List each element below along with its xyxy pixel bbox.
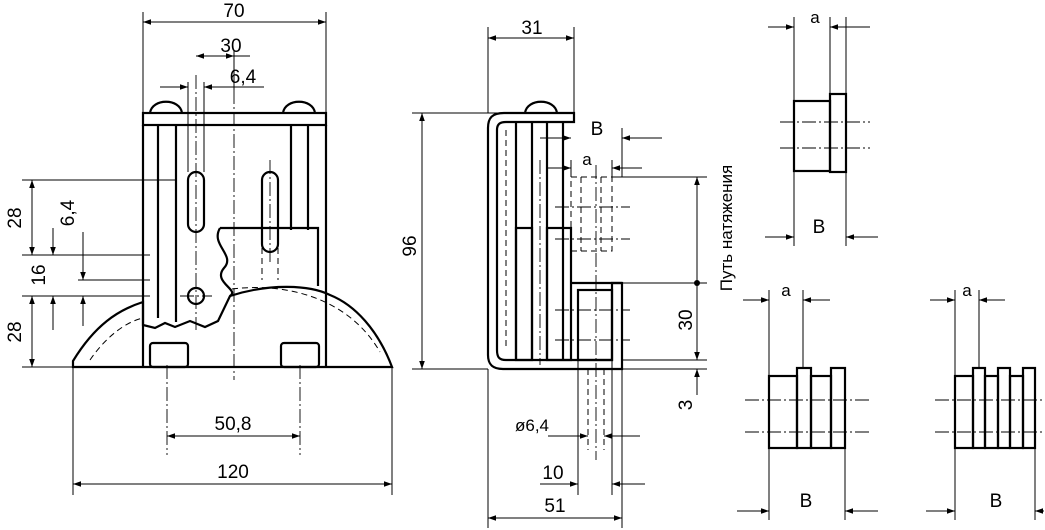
triple-body-3	[1008, 374, 1025, 450]
front-base	[71, 285, 394, 369]
triple-B-text: B	[990, 491, 1003, 512]
double-a-text: a	[781, 281, 791, 300]
front-foot-right	[279, 341, 321, 369]
triple-a-text: a	[962, 281, 972, 300]
side-block-center	[545, 226, 573, 362]
dim-70-text: 70	[223, 1, 244, 22]
dim-6-4-slot: 6,4	[160, 67, 264, 172]
front-base-hidden-left	[89, 317, 144, 361]
dim-bore: ø6,4	[515, 416, 640, 439]
single-body	[792, 99, 832, 173]
front-top-bar	[141, 111, 328, 127]
dim-50-8-text: 50,8	[215, 414, 252, 435]
side-bracket	[486, 111, 624, 371]
side-roller	[576, 288, 614, 362]
single-flange	[828, 92, 848, 174]
front-bolt-head-left	[148, 100, 184, 114]
dim-bore-text: ø6,4	[515, 416, 549, 435]
side-view	[486, 100, 630, 460]
dim-30: 30	[196, 36, 250, 90]
dims-left: 28 6,4 16 28	[5, 179, 175, 368]
front-foot-left	[148, 341, 190, 369]
triple-flange-1	[971, 366, 987, 450]
triple-flange-2	[996, 366, 1012, 450]
front-base-hidden-right	[231, 287, 381, 353]
side-bolt-head	[523, 100, 559, 114]
dim-6-4-slot-text: 6,4	[230, 67, 257, 88]
triple-body-1	[953, 374, 975, 450]
dim-96-text: 96	[400, 235, 421, 256]
front-bolt-head-right	[281, 100, 317, 114]
dim-120: 120	[72, 367, 393, 495]
dim-120-text: 120	[217, 462, 249, 483]
front-view	[71, 75, 394, 455]
dim-10-text: 10	[542, 463, 563, 484]
dim-70: 70	[142, 1, 327, 113]
dim-16-text: 16	[29, 264, 50, 285]
triple-body-2	[983, 374, 1000, 450]
dim-10: 10	[540, 360, 645, 495]
dim-6-4-offset-text: 6,4	[58, 199, 79, 226]
double-B-text: B	[800, 491, 813, 512]
dim-31: 31	[487, 18, 575, 113]
front-break-line	[216, 227, 234, 297]
variant-triple: a B	[926, 281, 1045, 520]
dim-96: 96	[400, 112, 504, 370]
dim-B-side-text: B	[591, 119, 604, 140]
double-body-2	[809, 374, 833, 450]
dim-51: 51	[487, 369, 623, 528]
dim-30-travel: 30 3 Путь натяжения	[612, 165, 736, 411]
single-a-text: a	[810, 8, 820, 27]
double-body-1	[767, 374, 799, 450]
side-roller-upper-hidden	[570, 176, 613, 252]
front-cutaway	[220, 226, 320, 286]
variant-double: a B	[737, 281, 878, 520]
dim-28-top-text: 28	[5, 207, 26, 228]
double-flange-1	[795, 366, 813, 450]
dim-31-text: 31	[521, 18, 542, 39]
dim-3-text: 3	[676, 400, 697, 411]
dim-30-text: 30	[220, 36, 241, 57]
side-block-left	[514, 226, 534, 362]
dim-a-side-text: a	[582, 150, 592, 169]
dim-50-8: 50,8	[167, 414, 300, 439]
single-B-text: B	[813, 217, 826, 238]
double-flange-2	[829, 366, 847, 450]
triple-flange-3	[1021, 366, 1037, 450]
dim-a-side: a	[548, 150, 642, 177]
travel-path-label: Путь натяжения	[717, 165, 736, 291]
dim-B-side: B	[540, 119, 662, 177]
variant-single: a B	[765, 8, 878, 246]
dim-28-bottom-text: 28	[5, 321, 26, 342]
dim-51-text: 51	[544, 496, 565, 517]
dim-30-travel-text: 30	[676, 309, 697, 330]
